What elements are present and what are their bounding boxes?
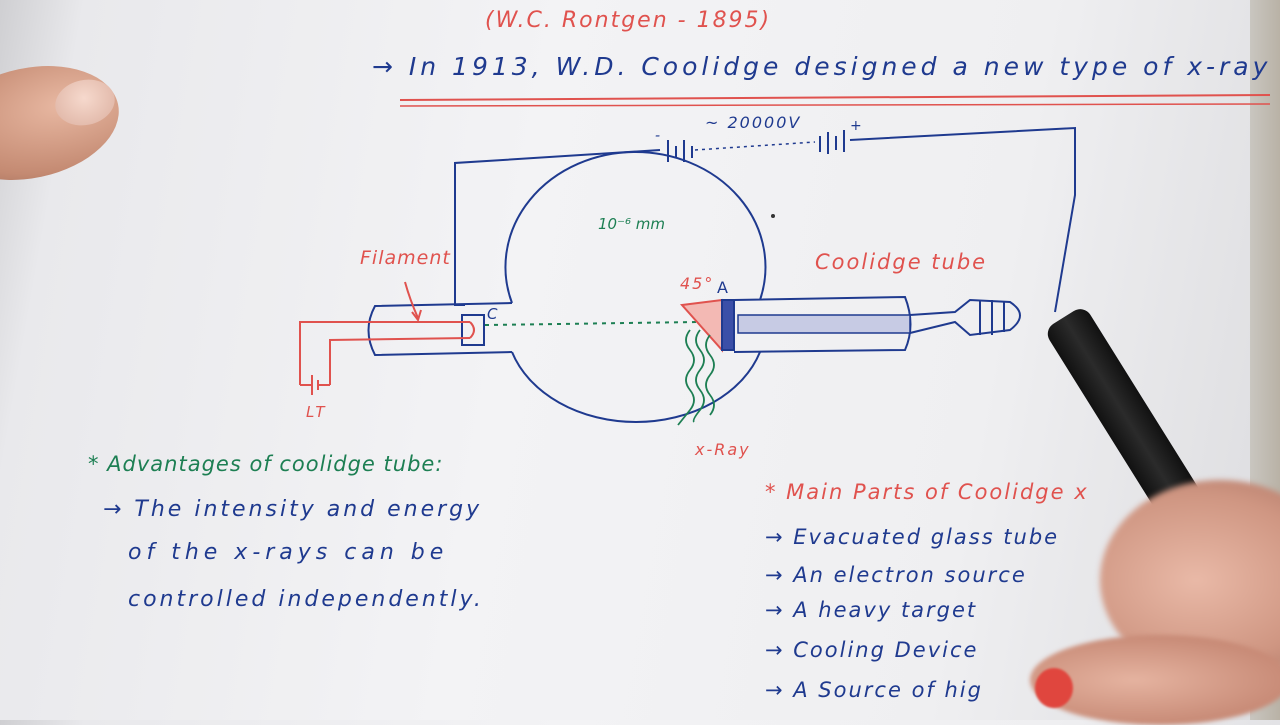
cooling-fins bbox=[909, 298, 1021, 337]
lt-label: LT bbox=[306, 403, 327, 421]
part-item-3: → A heavy target bbox=[765, 598, 978, 622]
electron-beam bbox=[484, 321, 701, 326]
hv-battery-left bbox=[667, 140, 693, 162]
part-item-4: → Cooling Device bbox=[765, 638, 979, 662]
underline-bottom bbox=[399, 103, 1271, 107]
part-item-2: → An electron source bbox=[765, 563, 1027, 587]
advantage-line-1: → The intensity and energy bbox=[103, 497, 483, 522]
filament-arrowhead bbox=[411, 309, 422, 323]
part-item-1: → Evacuated glass tube bbox=[765, 525, 1060, 549]
pressure-label: 10⁻⁶ mm bbox=[598, 215, 666, 233]
plus-sign: + bbox=[850, 118, 864, 134]
fin-lines bbox=[979, 300, 1005, 335]
part-item-5: → A Source of hig bbox=[765, 678, 983, 702]
right-fingernail bbox=[1035, 668, 1073, 708]
underline-top bbox=[399, 94, 1271, 101]
tube-label: Coolidge tube bbox=[815, 250, 988, 274]
anode-block bbox=[721, 299, 735, 351]
target-face bbox=[679, 298, 723, 353]
hv-dashed-link bbox=[694, 141, 816, 151]
bulb-top bbox=[504, 151, 767, 304]
filament-label: Filament bbox=[360, 247, 451, 269]
cathode-label: C bbox=[487, 305, 500, 323]
cathode-cup bbox=[461, 314, 485, 346]
advantage-line-2: of the x-rays can be bbox=[128, 540, 449, 565]
advantages-heading: * Advantages of coolidge tube: bbox=[88, 452, 444, 476]
anode-rod bbox=[737, 314, 911, 334]
minus-sign: - bbox=[655, 128, 663, 144]
main-parts-heading: * Main Parts of Coolidge x bbox=[765, 480, 1089, 504]
intro-line: → In 1913, W.D. Coolidge designed a new … bbox=[372, 52, 1272, 81]
xray-label: x-Ray bbox=[695, 440, 751, 459]
filament-arrow bbox=[404, 281, 419, 319]
ink-dot bbox=[771, 214, 775, 218]
voltage-label: ~ 20000V bbox=[705, 113, 802, 132]
hv-wire-right bbox=[849, 126, 1076, 313]
advantage-line-3: controlled independently. bbox=[128, 587, 484, 612]
cathode-neck bbox=[367, 302, 513, 357]
filament-wire-bottom bbox=[329, 337, 471, 385]
angle-label: 45° bbox=[680, 274, 715, 293]
hv-battery-right bbox=[819, 130, 845, 154]
bulb-bottom bbox=[511, 351, 761, 423]
filament-coil bbox=[469, 321, 475, 339]
xray-waves bbox=[677, 329, 715, 426]
filament-wire-top bbox=[299, 321, 470, 385]
anode-label: A bbox=[717, 278, 730, 297]
subtitle-rontgen: (W.C. Rontgen - 1895) bbox=[485, 8, 772, 33]
